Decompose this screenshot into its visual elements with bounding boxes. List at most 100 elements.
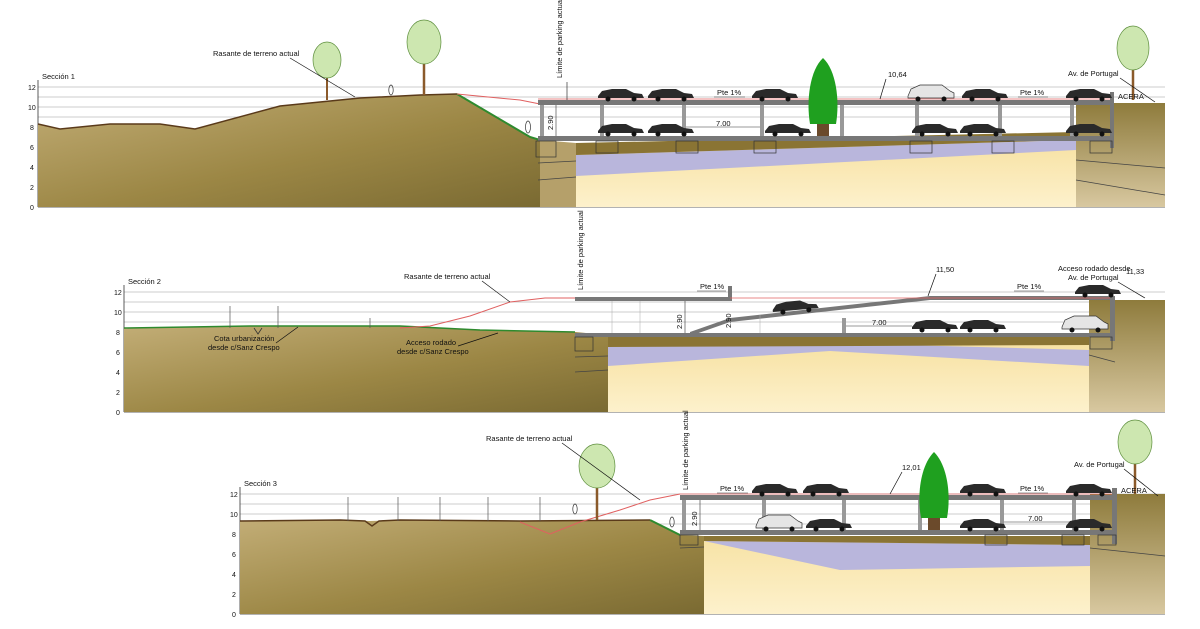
height-dimension: 2.90: [690, 511, 699, 526]
y-tick: 0: [232, 612, 236, 619]
retaining-wall: [1110, 296, 1115, 341]
earth-left: [240, 520, 704, 614]
ground-line: [37, 93, 458, 130]
y-tick: 10: [230, 512, 238, 519]
elevation-label: 10,64: [888, 70, 907, 79]
column: [842, 318, 846, 333]
cypress-tree-icon: [919, 452, 949, 530]
car-icon: [1066, 484, 1112, 497]
section-2-title: Sección 2: [128, 277, 161, 286]
access-label: Av. de Portugal: [1068, 273, 1119, 282]
y-tick: 10: [28, 105, 36, 112]
car-icon: [912, 124, 958, 137]
section-3-title: Sección 3: [244, 479, 277, 488]
sidewalk-label: ACERA: [1118, 92, 1144, 101]
column: [1072, 500, 1076, 530]
section-1-title: Sección 1: [42, 72, 75, 81]
ground-line: [239, 519, 651, 527]
wall: [728, 286, 732, 301]
suv-icon: [907, 84, 955, 102]
upper-slab: [575, 297, 730, 301]
section-1-cars: [598, 84, 1112, 137]
tree-icon: [1117, 419, 1153, 494]
section-3: Sección 3 12 10 8 6 4 2 0: [230, 410, 1166, 619]
car-icon: [598, 89, 644, 102]
footing: [1097, 534, 1117, 546]
footing: [1089, 140, 1113, 154]
access-label: Acceso rodado desde: [1058, 264, 1131, 273]
column: [760, 105, 764, 136]
earth-left: [38, 94, 540, 207]
parking-limit-label: Límite de parking actual: [576, 210, 585, 290]
footing: [753, 140, 777, 154]
tree-icon: [1116, 25, 1150, 100]
terrain-label: Rasante de terreno actual: [486, 434, 573, 443]
elevation-label: 11,33: [1126, 267, 1144, 276]
column: [600, 105, 604, 136]
height-dimension: 2.90: [546, 115, 555, 130]
terrain-label: Rasante de terreno actual: [213, 49, 300, 58]
y-tick: 8: [30, 125, 34, 132]
footing: [595, 140, 619, 154]
access-rodado-label: Acceso rodado: [406, 338, 456, 347]
car-icon: [598, 124, 644, 137]
cota-label: Cota urbanización: [214, 334, 274, 343]
y-tick: 6: [30, 145, 34, 152]
earth-left: [124, 326, 608, 412]
column: [682, 500, 686, 530]
car-icon: [648, 89, 694, 102]
section-2-parking-structure: [574, 286, 1115, 352]
car-icon: [912, 320, 958, 333]
y-tick: 12: [114, 290, 122, 297]
y-tick: 2: [116, 390, 120, 397]
sidewalk-label: ACERA: [1121, 486, 1147, 495]
car-icon: [803, 484, 849, 497]
width-dimension: 7.00: [1028, 514, 1043, 523]
y-tick: 8: [116, 330, 120, 337]
lower-slab: [538, 136, 1114, 141]
footing: [984, 534, 1008, 546]
car-icon: [1066, 124, 1112, 137]
car-icon: [960, 519, 1006, 532]
elevation-label: 11,50: [936, 265, 954, 274]
column: [682, 105, 686, 136]
person-icon: [572, 503, 578, 515]
retaining-wall: [1110, 92, 1114, 148]
slope-label: Pte 1%: [720, 484, 745, 493]
street-label: Av. de Portugal: [1074, 460, 1125, 469]
terrain-line: [399, 297, 575, 329]
y-tick: 0: [116, 410, 120, 417]
footing: [991, 140, 1015, 154]
y-tick: 0: [30, 205, 34, 212]
height-dimension: 2.90: [675, 314, 684, 329]
column: [918, 500, 922, 530]
car-icon: [962, 89, 1008, 102]
footing: [1061, 534, 1085, 546]
suv-icon: [1061, 315, 1109, 333]
lower-slab: [680, 530, 1117, 535]
column: [840, 105, 844, 136]
footing: [1089, 336, 1113, 350]
column: [762, 500, 766, 530]
footing: [679, 534, 699, 546]
width-dimension: 7.00: [872, 318, 887, 327]
gravel-layer: [608, 343, 1089, 366]
column: [842, 500, 846, 530]
gravel-layer: [704, 541, 1090, 570]
section-2-y-axis: 12 10 8 6 4 2 0: [114, 290, 122, 417]
car-icon: [960, 124, 1006, 137]
footing: [675, 140, 699, 154]
column: [998, 105, 1002, 136]
terrain-line: [519, 493, 681, 535]
y-tick: 8: [232, 532, 236, 539]
earth-right: [1076, 103, 1165, 207]
slope-label: Pte 1%: [717, 88, 742, 97]
car-icon: [960, 320, 1006, 333]
tree-icon: [406, 19, 442, 95]
cota-label: desde c/Sanz Crespo: [208, 343, 280, 352]
access-rodado-label: desde c/Sanz Crespo: [397, 347, 469, 356]
car-icon: [806, 519, 852, 532]
car-icon: [765, 124, 811, 137]
car-icon: [772, 300, 819, 315]
